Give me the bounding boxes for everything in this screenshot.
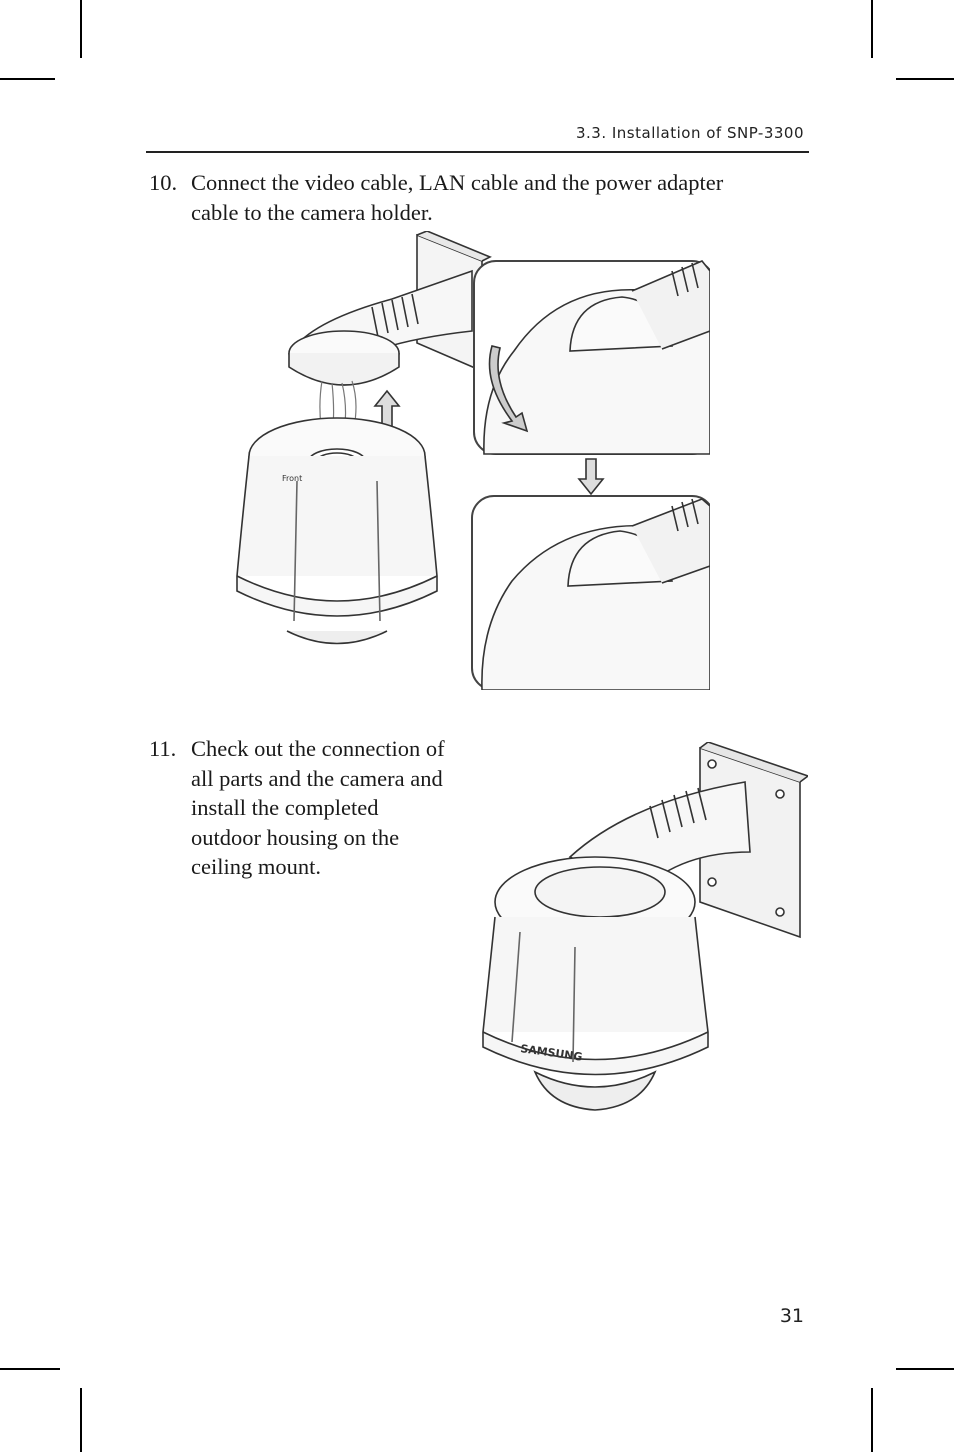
page-number: 31 <box>779 1305 804 1327</box>
step-text: Connect the video cable, LAN cable and t… <box>191 170 724 225</box>
crop-mark <box>80 0 82 58</box>
crop-mark <box>0 78 55 80</box>
camera-cable-connection-icon: Front <box>232 230 715 691</box>
step-text: Check out the connection of all parts an… <box>191 736 445 879</box>
crop-mark <box>896 78 954 80</box>
crop-mark <box>896 1368 954 1370</box>
section-header: 3.3. Installation of SNP-3300 <box>575 124 804 142</box>
step-number: 10. <box>149 170 178 195</box>
camera-installed-icon: SAMSUNG <box>480 741 810 1118</box>
front-label: Front <box>282 474 302 483</box>
crop-mark <box>871 1388 873 1452</box>
header-divider <box>146 151 809 153</box>
crop-mark <box>0 1368 60 1370</box>
crop-mark <box>871 0 873 58</box>
step-number: 11. <box>149 736 177 761</box>
crop-mark <box>80 1388 82 1452</box>
